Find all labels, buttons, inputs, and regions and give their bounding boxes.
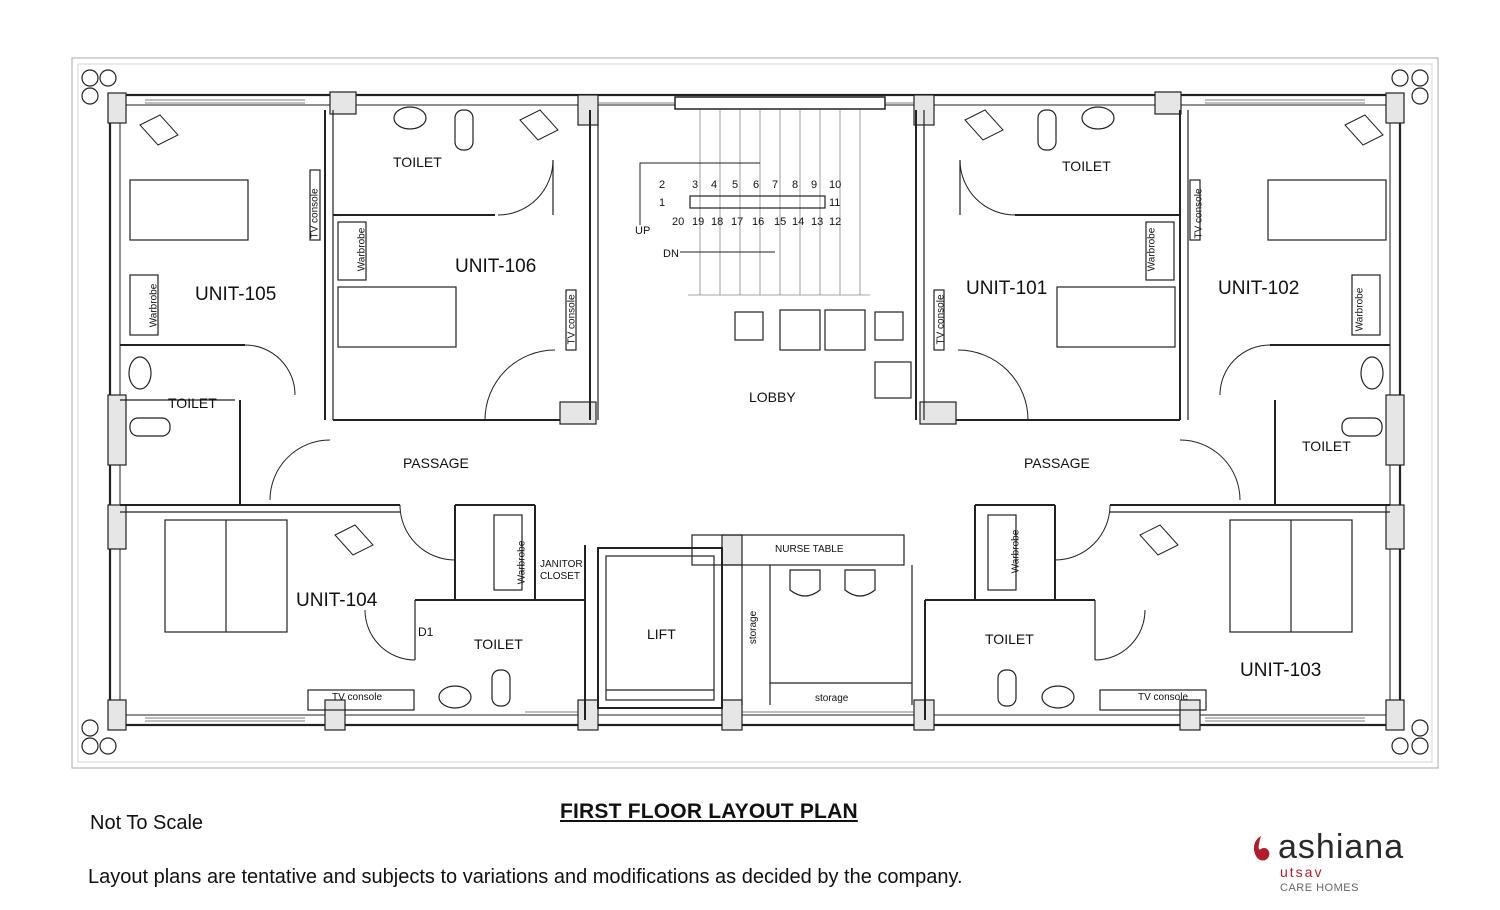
stairs-step-10: 10 (829, 179, 842, 191)
storage-vertical-label: storage (748, 610, 760, 645)
lobby-label: LOBBY (749, 389, 796, 405)
stairs-step-6: 6 (753, 179, 760, 191)
toilet-104-label: TOILET (474, 636, 523, 652)
unit-103-label: UNIT-103 (1240, 660, 1322, 681)
stairs-step-16: 16 (752, 216, 765, 228)
stairs-up-label: UP (635, 225, 651, 237)
tv-console-102: TV console (1193, 188, 1205, 239)
stairs-step-7: 7 (772, 179, 779, 191)
stairs-step-3: 3 (692, 179, 699, 191)
unit-101-label: UNIT-101 (966, 278, 1048, 299)
stairs-step-12: 12 (829, 216, 842, 228)
stairs-step-1: 1 (659, 197, 666, 209)
lift-label: LIFT (647, 626, 676, 642)
stairs-step-15: 15 (774, 216, 787, 228)
wardrobe-102: Warbrobe (1354, 287, 1366, 332)
closet-label: CLOSET (540, 571, 581, 582)
unit-106-label: UNIT-106 (455, 256, 537, 277)
toilet-105-label: TOILET (168, 395, 217, 411)
stairs-step-14: 14 (792, 216, 805, 228)
wardrobe-104: Warbrobe (516, 540, 528, 585)
toilet-106-label: TOILET (393, 154, 442, 170)
not-to-scale-note: Not To Scale (90, 812, 204, 834)
nurse-table-label: NURSE TABLE (775, 544, 844, 555)
stairs-step-8: 8 (792, 179, 799, 191)
disclaimer-text: Layout plans are tentative and subjects … (88, 866, 963, 888)
tv-console-103: TV console (1138, 692, 1189, 703)
logo-mark-icon (1253, 836, 1270, 861)
toilet-101-label: TOILET (1062, 158, 1111, 174)
wardrobe-103: Warbrobe (1010, 529, 1022, 574)
unit-105-label: UNIT-105 (195, 284, 277, 305)
floor-plan-drawing (71, 57, 1439, 769)
company-logo: ashiana utsav CARE HOMES (1250, 828, 1450, 898)
stairs-dn-label: DN (663, 248, 679, 260)
stairs-step-13: 13 (811, 216, 824, 228)
stairs-step-19: 19 (692, 216, 705, 228)
stairs-step-9: 9 (811, 179, 818, 191)
logo-sub: utsav (1280, 864, 1324, 880)
wardrobe-101: Warbrobe (1146, 227, 1158, 272)
tv-console-106: TV console (566, 294, 578, 345)
stairs-step-18: 18 (711, 216, 724, 228)
toilet-102-label: TOILET (1302, 438, 1351, 454)
tv-console-104: TV console (332, 692, 383, 703)
toilet-103-label: TOILET (985, 631, 1034, 647)
unit-102-label: UNIT-102 (1218, 278, 1300, 299)
door-d1-label: D1 (418, 625, 434, 639)
unit-104-label: UNIT-104 (296, 590, 378, 611)
tv-console-105: TV console (309, 188, 321, 239)
stairs-step-20: 20 (672, 216, 685, 228)
logo-tagline: CARE HOMES (1280, 882, 1359, 894)
logo-brand: ashiana (1278, 828, 1405, 866)
stairs-step-5: 5 (732, 179, 739, 191)
passage-right-label: PASSAGE (1024, 455, 1090, 471)
wardrobe-106: Warbrobe (356, 227, 368, 272)
plan-title: FIRST FLOOR LAYOUT PLAN (560, 800, 858, 823)
wardrobe-105: Warbrobe (148, 283, 160, 328)
stairs-step-17: 17 (731, 216, 744, 228)
stairs-step-2: 2 (659, 179, 666, 191)
stairs-step-4: 4 (711, 179, 718, 191)
passage-left-label: PASSAGE (403, 455, 469, 471)
tv-console-101: TV console (935, 294, 947, 345)
janitor-label: JANITOR (540, 559, 583, 570)
stairs-step-11: 11 (829, 197, 841, 209)
storage-label: storage (815, 693, 849, 704)
